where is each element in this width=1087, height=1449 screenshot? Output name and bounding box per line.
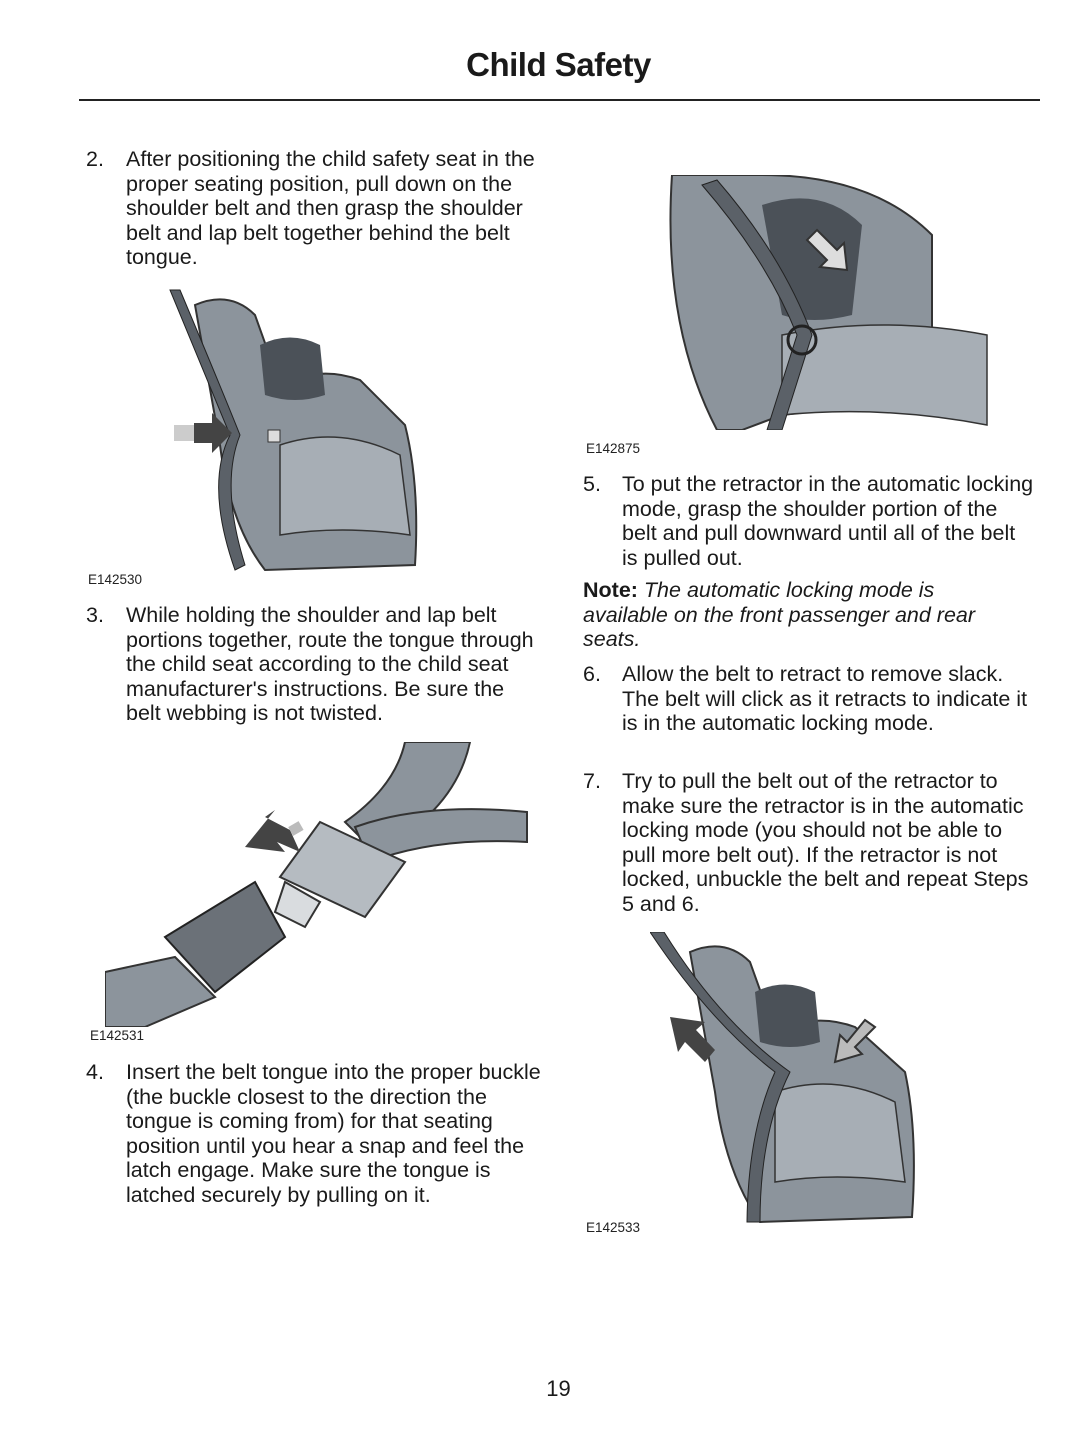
step-text: To put the retractor in the automatic lo…	[622, 472, 1034, 570]
page-number: 19	[546, 1376, 571, 1401]
step-text: Allow the belt to retract to remove slac…	[622, 662, 1028, 735]
arrow-left-icon	[245, 810, 304, 852]
figure-child-seat-belt-grasp	[169, 289, 418, 572]
step-6: 6. Allow the belt to retract to remove s…	[583, 662, 1035, 736]
step-5: 5. To put the retractor in the automatic…	[583, 472, 1035, 570]
figure-belt-retract	[650, 932, 915, 1224]
note-text: The automatic locking mode is available …	[583, 578, 976, 651]
step-number: 6.	[583, 662, 601, 686]
arrow-down-left-icon	[833, 1018, 877, 1064]
step-number: 7.	[583, 769, 601, 793]
step-number: 3.	[86, 603, 104, 627]
step-text: Insert the belt tongue into the proper b…	[126, 1060, 541, 1207]
step-number: 4.	[86, 1060, 104, 1084]
figure-code: E142531	[90, 1028, 145, 1043]
header-divider	[79, 99, 1040, 101]
figure-code: E142875	[586, 441, 641, 456]
step-2: 2. After positioning the child safety se…	[86, 147, 542, 270]
figure-belt-tongue-buckle	[105, 742, 528, 1027]
step-7: 7. Try to pull the belt out of the retra…	[583, 769, 1035, 916]
figure-code: E142530	[88, 572, 143, 587]
figure-code: E142533	[586, 1220, 641, 1235]
step-text: Try to pull the belt out of the retracto…	[622, 769, 1029, 916]
step-number: 5.	[583, 472, 601, 496]
note-label: Note:	[583, 578, 638, 602]
arrow-down-right-icon	[805, 228, 849, 272]
step-text: After positioning the child safety seat …	[126, 147, 535, 269]
step-3: 3. While holding the shoulder and lap be…	[86, 603, 542, 726]
note: Note: The automatic locking mode is avai…	[583, 578, 1023, 652]
step-4: 4. Insert the belt tongue into the prope…	[86, 1060, 542, 1207]
figure-shoulder-belt-pull	[632, 175, 992, 430]
page-title: Child Safety	[466, 46, 651, 83]
step-text: While holding the shoulder and lap belt …	[126, 603, 534, 725]
arrow-up-left-icon	[670, 1017, 715, 1062]
step-number: 2.	[86, 147, 104, 171]
arrow-right-icon	[174, 413, 232, 453]
